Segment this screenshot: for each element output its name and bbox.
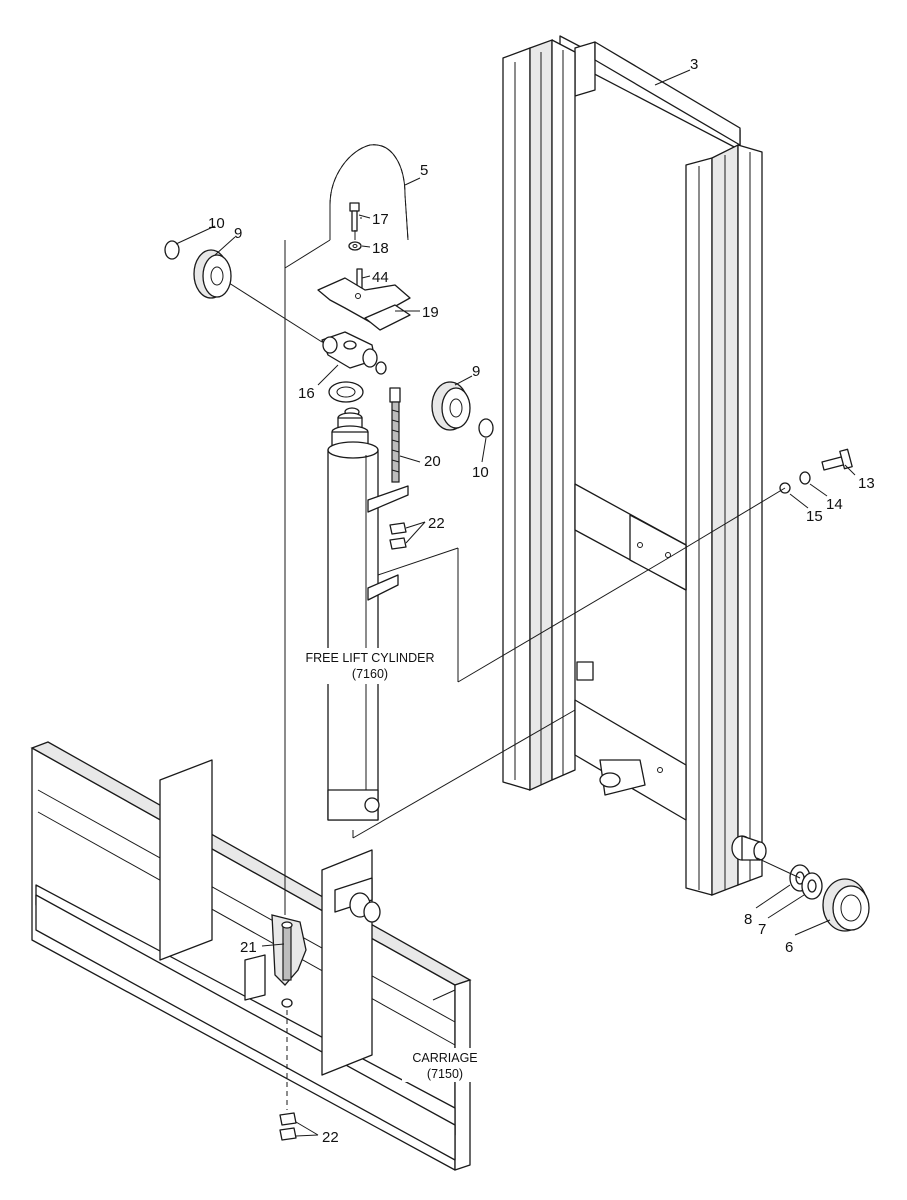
callout-44: 44	[372, 269, 389, 286]
nut-22-lower-a	[279, 1112, 297, 1126]
callout-labels: 3 5 10 9 17 18 44 19 16 9 10 20 22 13 14…	[208, 56, 875, 1146]
nut-22-upper-b	[389, 537, 407, 550]
nut-22-upper-a	[389, 522, 407, 535]
callout-5: 5	[420, 162, 428, 179]
callout-19: 19	[422, 304, 439, 321]
callout-9-lower: 9	[472, 363, 480, 380]
callout-7: 7	[758, 921, 766, 938]
bolt-set	[457, 448, 853, 683]
mast-assembly	[502, 35, 767, 896]
callout-10-lower: 10	[472, 464, 489, 481]
sheave-9-left	[164, 240, 232, 299]
callout-17: 17	[372, 211, 389, 228]
chain-bracket-19	[317, 277, 411, 331]
callout-21: 21	[240, 939, 257, 956]
callout-9-upper: 9	[234, 225, 242, 242]
callout-16: 16	[298, 385, 315, 402]
callout-13: 13	[858, 475, 875, 492]
callout-10-upper: 10	[208, 215, 225, 232]
nut-22-lower-b	[279, 1127, 297, 1141]
washer-14	[799, 471, 811, 485]
callout-3: 3	[690, 56, 698, 73]
lift-chain	[284, 144, 409, 269]
callout-22-upper: 22	[428, 515, 445, 532]
callout-20: 20	[424, 453, 441, 470]
callout-leaders	[175, 69, 856, 1137]
threaded-rod-20	[389, 387, 401, 483]
callout-8: 8	[744, 911, 752, 928]
free-lift-cylinder-name: FREE LIFT CYLINDER	[306, 651, 435, 665]
carriage-name: CARRIAGE	[412, 1051, 477, 1065]
sheave-9-right	[431, 381, 494, 438]
free-lift-cylinder	[327, 412, 576, 839]
callout-6: 6	[785, 939, 793, 956]
callout-22-lower: 22	[322, 1129, 339, 1146]
mast-roller-group	[756, 857, 870, 932]
sheave-bracket-16	[217, 275, 387, 375]
chain-anchor-21	[271, 240, 307, 1110]
callout-14: 14	[826, 496, 843, 513]
callout-15: 15	[806, 508, 823, 525]
carriage	[30, 741, 472, 1171]
free-lift-cylinder-code: (7160)	[352, 667, 388, 681]
callout-18: 18	[372, 240, 389, 257]
carriage-code: (7150)	[427, 1067, 463, 1081]
anchor-bolt-group	[348, 202, 363, 300]
cylinder-washer	[328, 381, 364, 403]
